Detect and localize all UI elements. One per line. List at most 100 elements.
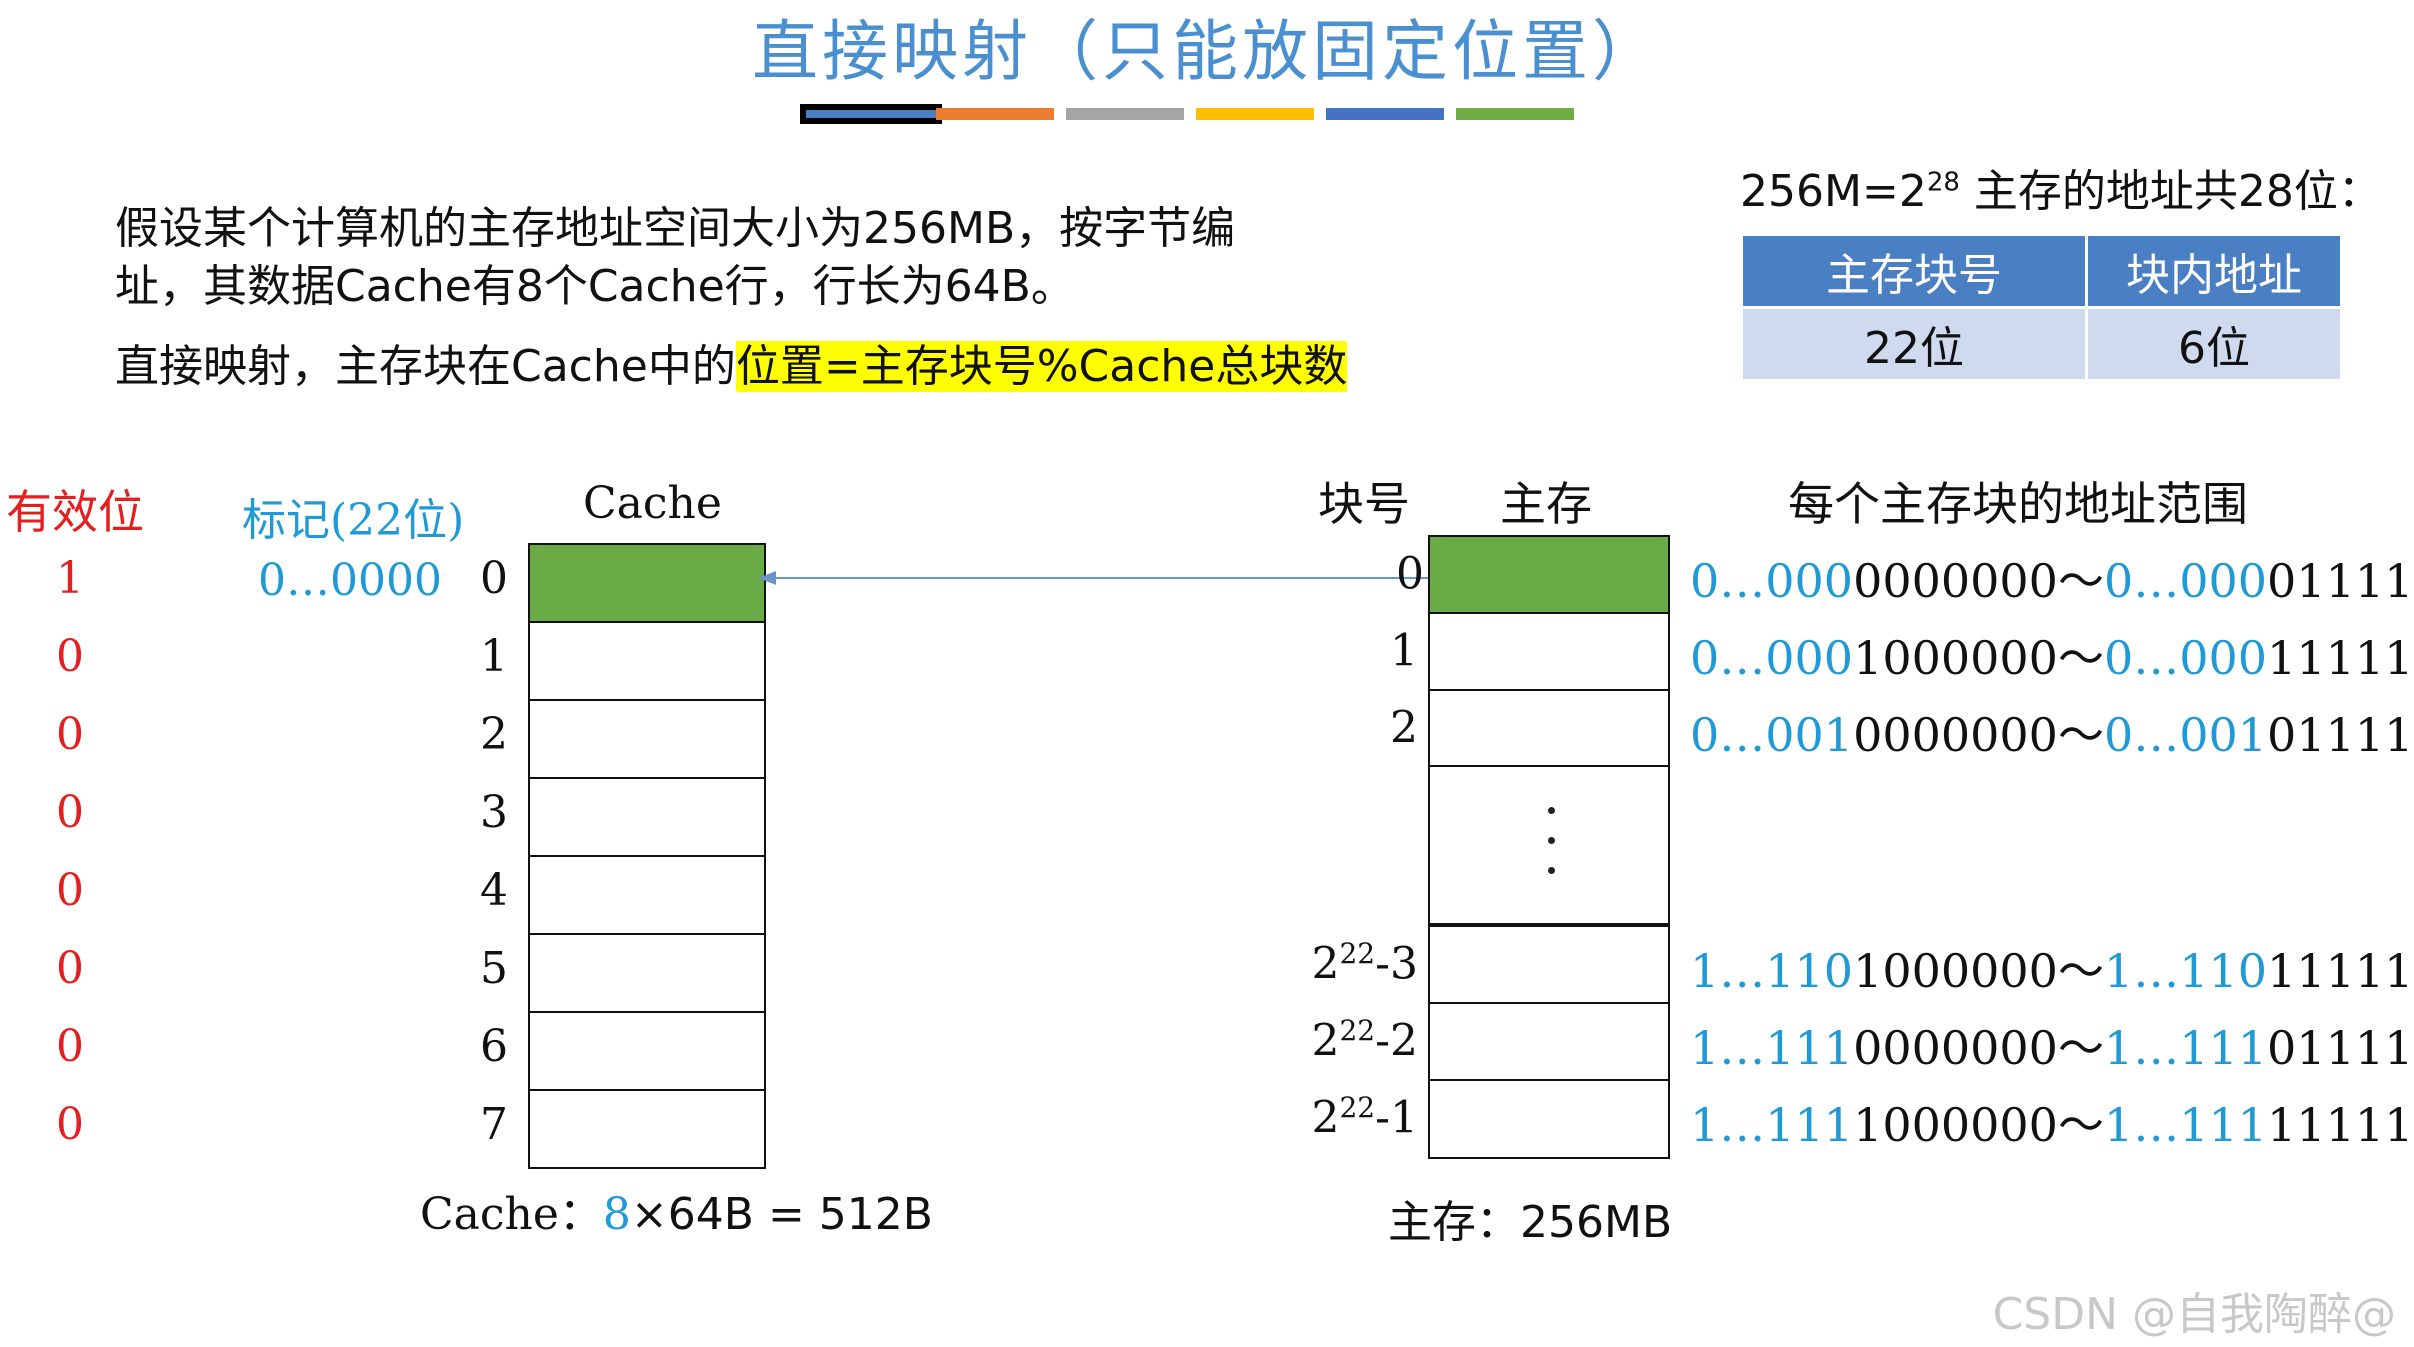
- range-start-prefix: 0…001: [1690, 708, 1854, 762]
- cache-line-number: 7: [480, 1099, 508, 1150]
- block-number-exponent: 22: [1339, 937, 1376, 970]
- range-separator: ～: [2057, 554, 2104, 608]
- cache-line: [528, 621, 766, 701]
- cache-line-number: 6: [480, 1021, 508, 1072]
- range-end-prefix: 0…000: [2103, 554, 2268, 608]
- block-number-exponent: 22: [1339, 1014, 1376, 1047]
- valid-bit: 0: [56, 1099, 84, 1150]
- intro-line-2: 址，其数据Cache有8个Cache行，行长为64B。: [115, 261, 1075, 312]
- range-start-prefix: 1…110: [1690, 944, 1854, 998]
- ellipsis-dot: [1548, 867, 1555, 874]
- range-separator: ～: [2057, 631, 2104, 685]
- address-range: 1…1111000000～1…1111111111: [1690, 1089, 2414, 1155]
- range-end-bits: 1111111: [2267, 1098, 2414, 1152]
- range-end-bits: 1111111: [2267, 944, 2414, 998]
- range-separator: ～: [2057, 944, 2104, 998]
- address-range: 0…0001000000～0…0001111111: [1690, 622, 2414, 688]
- memory-block: [1428, 535, 1670, 615]
- cache-line: [528, 933, 766, 1013]
- memory-block: [1428, 689, 1670, 769]
- block-number-base: 0: [1396, 548, 1424, 600]
- memory-block-number: 1: [1300, 624, 1418, 677]
- address-range: 0…0000000000～0…0000111111: [1690, 545, 2414, 611]
- memory-block: [1428, 1002, 1670, 1082]
- range-start-bits: 0000000: [1853, 1021, 2058, 1075]
- header-block-offset: 块内地址: [2088, 236, 2340, 306]
- memory-block-number: 222-1: [1300, 1091, 1418, 1144]
- range-end-prefix: 1…111: [2103, 1021, 2268, 1075]
- range-start-bits: 0000000: [1853, 708, 2058, 762]
- valid-bit: 0: [56, 1021, 84, 1072]
- block-number-base: 2: [1311, 1092, 1340, 1144]
- memory-block-number: 2: [1300, 701, 1418, 754]
- range-start-bits: 1000000: [1853, 631, 2058, 685]
- range-separator: ～: [2057, 1021, 2104, 1075]
- memory-block: [1428, 612, 1670, 692]
- range-separator: ～: [2057, 708, 2104, 762]
- range-start-prefix: 1…111: [1690, 1021, 1854, 1075]
- range-end-prefix: 1…110: [2103, 944, 2268, 998]
- valid-bit: 0: [56, 709, 84, 760]
- block-offset-bits: 6位: [2088, 309, 2340, 379]
- cache-line-number: 5: [480, 943, 508, 994]
- memory-block-number: 222-2: [1300, 1014, 1418, 1067]
- header-block-number: 主存块号: [1743, 236, 2085, 306]
- range-end-bits: 1111111: [2267, 631, 2414, 685]
- range-end-prefix: 0…000: [2103, 631, 2268, 685]
- address-range: 1…1110000000～1…1110111111: [1690, 1012, 2414, 1078]
- intro-line-1: 假设某个计算机的主存地址空间大小为256MB，按字节编: [115, 203, 1236, 254]
- range-end-prefix: 0…001: [2103, 708, 2268, 762]
- mapping-formula: 位置=主存块号%Cache总块数: [735, 341, 1348, 392]
- block-number-base: 2: [1311, 938, 1340, 990]
- intro-line-3-prefix: 直接映射，主存块在Cache中的: [115, 341, 736, 392]
- intro-line-3: 直接映射，主存块在Cache中的位置=主存块号%Cache总块数: [115, 330, 1348, 394]
- bar-3: [1066, 108, 1184, 120]
- valid-bit: 0: [56, 865, 84, 916]
- range-end-prefix: 1…111: [2103, 1098, 2268, 1152]
- csdn-watermark: CSDN @自我陶醉@: [1992, 1289, 2396, 1340]
- caption-exponent: 28: [1926, 167, 1960, 198]
- memory-block-number: 222-3: [1300, 937, 1418, 990]
- cache-line: [528, 1089, 766, 1169]
- bar-6: [1456, 108, 1574, 120]
- range-start-prefix: 0…000: [1690, 554, 1854, 608]
- bar-5: [1326, 108, 1444, 120]
- memory-ellipsis-cell: [1428, 765, 1670, 925]
- caption-base: 256M=2: [1740, 166, 1927, 217]
- cache-line-number: 2: [480, 709, 508, 760]
- cache-line-number: 4: [480, 865, 508, 916]
- range-start-prefix: 0…000: [1690, 631, 1854, 685]
- slide-title: 直接映射（只能放固定位置）: [752, 13, 1662, 90]
- block-number-header: 块号: [1318, 477, 1410, 531]
- cache-line: [528, 855, 766, 935]
- block-number-exponent: 22: [1339, 1091, 1376, 1124]
- range-end-bits: 0111111: [2267, 554, 2414, 608]
- tag-header: 标记(22位): [242, 495, 465, 546]
- cache-line: [528, 699, 766, 779]
- block-number-suffix: -2: [1375, 1015, 1418, 1067]
- range-start-bits: 1000000: [1853, 1098, 2058, 1152]
- memory-size-value: 256MB: [1520, 1197, 1673, 1248]
- memory-size-caption: 主存：256MB: [1388, 1186, 1672, 1250]
- cache-line-number: 3: [480, 787, 508, 838]
- address-caption: 256M=228 主存的地址共28位：: [1740, 155, 2382, 219]
- block-number-base: 1: [1390, 625, 1418, 677]
- block-number-suffix: -1: [1375, 1092, 1418, 1144]
- memory-title: 主存: [1500, 477, 1592, 531]
- cache-line-number: 0: [480, 553, 508, 604]
- address-format-table: 主存块号 块内地址 22位 6位: [1740, 233, 2343, 382]
- caption-rest: 主存的地址共28位：: [1959, 166, 2382, 217]
- cache-size-label: Cache：: [420, 1189, 603, 1240]
- address-range-header: 每个主存块的地址范围: [1788, 477, 2248, 531]
- cache-line-number: 1: [480, 631, 508, 682]
- block-number-base: 2: [1390, 702, 1418, 754]
- cache-title: Cache: [583, 478, 722, 529]
- bar-2: [936, 108, 1054, 120]
- range-end-bits: 0111111: [2267, 708, 2414, 762]
- cache-size-rest: ×64B = 512B: [630, 1189, 933, 1240]
- range-start-bits: 0000000: [1853, 554, 2058, 608]
- memory-block-number: 0: [1306, 547, 1424, 600]
- memory-size-label: 主存：: [1388, 1197, 1520, 1248]
- memory-block: [1428, 925, 1670, 1005]
